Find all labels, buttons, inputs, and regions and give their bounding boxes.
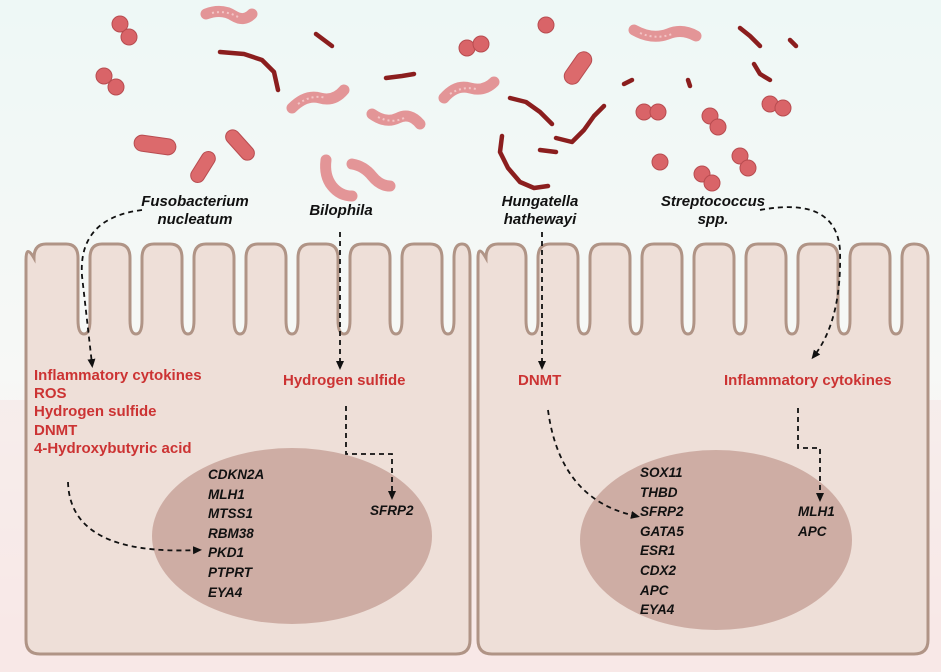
gene: MTSS1 bbox=[208, 506, 254, 522]
spirillum bbox=[628, 24, 702, 42]
spirillum bbox=[200, 5, 258, 25]
filament bbox=[737, 25, 763, 49]
metabolite: Inflammatory cytokines bbox=[34, 367, 202, 384]
spirillum bbox=[346, 158, 396, 192]
metabolite: 4-Hydroxybutyric acid bbox=[34, 439, 192, 457]
gene: MLH1 bbox=[208, 486, 245, 502]
rod-bacterium bbox=[133, 134, 177, 156]
spirillum bbox=[286, 84, 350, 114]
arrow-cytokines-to-mlh1 bbox=[797, 408, 824, 502]
arrow-metabolites-to-genes bbox=[67, 481, 202, 555]
left-gene-list: CDKN2A MLH1 MTSS1 RBM38 PKD1 PTPRT EYA4 bbox=[208, 465, 264, 602]
label-streptococcus: Streptococcus spp. bbox=[660, 193, 766, 228]
gene: SOX11 bbox=[640, 465, 683, 480]
gene: CDX2 bbox=[640, 562, 677, 578]
coccus bbox=[739, 159, 757, 177]
filament bbox=[787, 37, 799, 49]
gene: GATA5 bbox=[640, 523, 684, 539]
filaments-group bbox=[217, 25, 799, 191]
label-fusobacterium: Fusobacterium nucleatum bbox=[141, 193, 249, 228]
metabolite: ROS bbox=[34, 385, 67, 403]
filament bbox=[383, 71, 417, 81]
arrow-fusobacterium-to-metabolites bbox=[80, 209, 143, 368]
filament bbox=[507, 95, 555, 127]
right-gene-list-b: MLH1 APC bbox=[798, 502, 835, 541]
coccus bbox=[651, 153, 669, 171]
gene: MLH1 bbox=[798, 504, 835, 519]
coccus bbox=[95, 67, 113, 85]
filament bbox=[621, 77, 635, 87]
filament bbox=[537, 147, 559, 155]
rod-bacterium bbox=[563, 51, 593, 85]
label-inflammatory-cytokines: Inflammatory cytokines bbox=[724, 372, 892, 389]
left-nucleus bbox=[152, 448, 432, 624]
label-bilophila: Bilophila bbox=[309, 202, 373, 219]
filament bbox=[217, 49, 281, 93]
filament bbox=[497, 133, 551, 191]
label-hydrogen-sulfide: Hydrogen sulfide bbox=[283, 372, 406, 389]
gene: THBD bbox=[640, 484, 678, 500]
gene: SFRP2 bbox=[640, 504, 684, 520]
coccus bbox=[111, 15, 129, 33]
label-dnmt: DNMT bbox=[518, 372, 562, 389]
label-sfrp2: SFRP2 bbox=[370, 503, 414, 518]
gene: EYA4 bbox=[208, 584, 243, 600]
gene: CDKN2A bbox=[208, 467, 265, 482]
gene: PTPRT bbox=[208, 564, 253, 580]
coccus bbox=[107, 78, 125, 96]
spirillum bbox=[366, 108, 426, 130]
gene: EYA4 bbox=[640, 602, 675, 618]
right-nucleus bbox=[580, 450, 852, 630]
spirillum bbox=[320, 154, 358, 202]
coccus bbox=[120, 28, 138, 46]
gene: ESR1 bbox=[640, 543, 676, 559]
spirilla-group bbox=[200, 5, 702, 202]
filament bbox=[313, 31, 335, 49]
filament bbox=[685, 77, 693, 89]
left-metabolite-list: Inflammatory cytokines ROS Hydrogen sulf… bbox=[34, 367, 202, 458]
gene: RBM38 bbox=[208, 525, 254, 541]
coccus bbox=[709, 118, 727, 136]
coccus bbox=[472, 35, 490, 53]
metabolite: Hydrogen sulfide bbox=[34, 403, 157, 421]
metabolite: DNMT bbox=[34, 421, 78, 439]
arrows-group bbox=[67, 206, 842, 555]
gene: APC bbox=[640, 582, 669, 598]
gene: APC bbox=[798, 523, 827, 539]
cocci-group bbox=[95, 15, 792, 192]
gene: PKD1 bbox=[208, 545, 245, 561]
spirilla-highlights bbox=[211, 11, 673, 122]
rod-bacteria bbox=[133, 51, 593, 183]
coccus bbox=[537, 16, 555, 34]
label-hungatella: Hungatella hathewayi bbox=[501, 193, 579, 228]
arrow-streptococcus-to-cytokines bbox=[759, 206, 842, 360]
coccus bbox=[703, 174, 721, 192]
coccus bbox=[774, 99, 792, 117]
rod-bacterium bbox=[190, 151, 216, 183]
coccus bbox=[649, 103, 667, 121]
right-gene-list: SOX11 THBD SFRP2 GATA5 ESR1 CDX2 APC EYA… bbox=[640, 463, 684, 620]
filament bbox=[751, 61, 773, 83]
filament bbox=[553, 103, 607, 145]
coccus bbox=[731, 147, 749, 165]
arrow-dnmt-to-genes bbox=[547, 409, 640, 519]
coccus bbox=[458, 39, 476, 57]
rod-bacterium bbox=[225, 129, 255, 161]
